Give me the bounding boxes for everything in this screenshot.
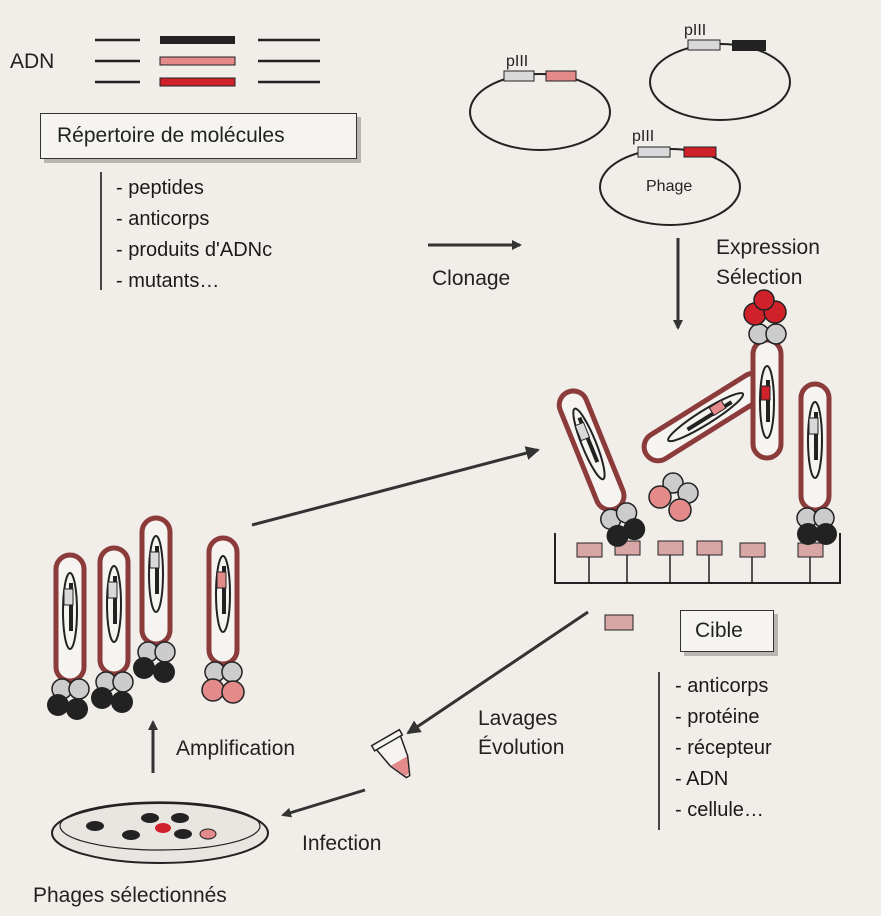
dna-insert-pink <box>159 56 236 66</box>
clonage-label: Clonage <box>432 267 511 290</box>
adn-label: ADN <box>10 50 55 73</box>
plasmid-black <box>649 39 791 121</box>
lavages-arrow <box>406 610 589 735</box>
amplified-phage-3 <box>133 518 176 683</box>
phage-plasmid-red <box>599 146 741 226</box>
cible-item: - récepteur <box>675 737 772 759</box>
repertoire-bracket <box>100 172 102 290</box>
evolution-label: Évolution <box>478 736 565 759</box>
plasmid-pink <box>469 70 611 151</box>
infection-label: Infection <box>302 832 382 855</box>
bound-phage-3 <box>796 384 837 545</box>
infection-arrow <box>281 788 366 818</box>
bound-phage-1 <box>550 384 646 547</box>
bound-phage-2 <box>641 370 770 464</box>
dna-insert-black <box>160 36 235 44</box>
piii-label-2: pIII <box>684 22 707 39</box>
return-arrow <box>251 446 540 527</box>
piii-label-3: pIII <box>632 128 655 145</box>
amplified-phage-pink <box>201 535 245 704</box>
cible-item: - anticorps <box>675 675 769 697</box>
bound-phage-2-heads <box>648 472 699 522</box>
phages-selectionnes-label: Phages sélectionnés <box>33 884 227 907</box>
cible-item: - protéine <box>675 706 760 728</box>
cible-item: - cellule… <box>675 799 764 821</box>
expression-label: Expression <box>716 236 820 259</box>
repertoire-list: - peptides - anticorps - produits d'ADNc… <box>116 173 272 297</box>
repertoire-item: - peptides <box>116 177 204 199</box>
target-well <box>554 533 841 584</box>
cible-box: Cible <box>680 610 774 652</box>
phage-label: Phage <box>646 178 693 195</box>
selected-phage-red <box>743 289 787 461</box>
amplified-phage-1 <box>47 555 90 720</box>
cible-bracket <box>658 672 660 830</box>
repertoire-box: Répertoire de molécules <box>40 113 357 159</box>
lavages-label: Lavages <box>478 707 558 730</box>
repertoire-item: - produits d'ADNc <box>116 239 273 261</box>
dna-lines <box>95 38 320 84</box>
repertoire-label: Répertoire de molécules <box>57 124 285 147</box>
repertoire-item: - mutants… <box>116 270 220 292</box>
cible-list: - anticorps - protéine - récepteur - ADN… <box>675 671 772 826</box>
piii-label-1: pIII <box>506 53 529 70</box>
petri-dish <box>51 801 269 864</box>
dna-insert-red <box>159 77 236 87</box>
cible-label: Cible <box>695 619 743 642</box>
repertoire-item: - anticorps <box>116 208 210 230</box>
cible-item: - ADN <box>675 768 729 790</box>
selection-label: Sélection <box>716 266 803 289</box>
eppendorf-tube <box>370 728 411 779</box>
amplified-phage-2 <box>91 548 134 713</box>
amplification-label: Amplification <box>176 737 296 760</box>
free-target-square <box>604 614 634 631</box>
